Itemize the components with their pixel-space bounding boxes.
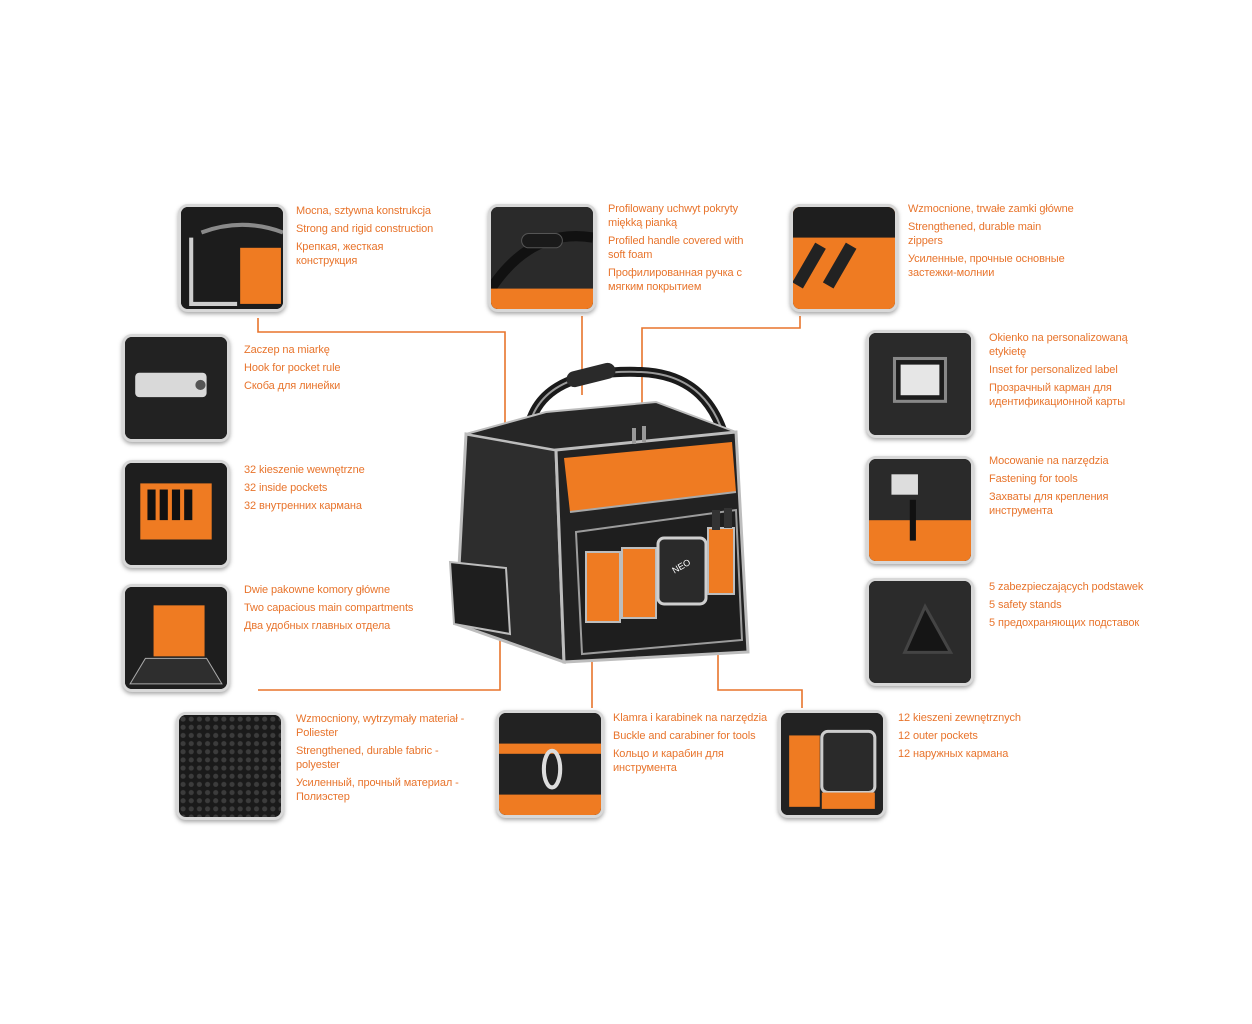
clip-photo xyxy=(122,334,230,442)
zipper-photo xyxy=(790,204,898,312)
frame-corner-photo xyxy=(178,204,286,312)
carabiner-photo xyxy=(496,710,604,818)
compartments-photo xyxy=(122,584,230,692)
caption-handle: Profilowany uchwyt pokryty miękką pianką… xyxy=(608,203,744,293)
handle-photo xyxy=(488,204,596,312)
tool-bag-illustration: NEO xyxy=(448,362,750,665)
inside-pockets-photo xyxy=(122,460,230,568)
label-window-photo xyxy=(866,330,974,438)
fabric-texture-photo xyxy=(176,712,284,820)
tool-strap-photo xyxy=(866,456,974,564)
stand-foot-photo xyxy=(866,578,974,686)
outer-pockets-photo xyxy=(778,710,886,818)
caption-fabric: Wzmocniony, wytrzymały materiał - Polies… xyxy=(296,713,465,803)
